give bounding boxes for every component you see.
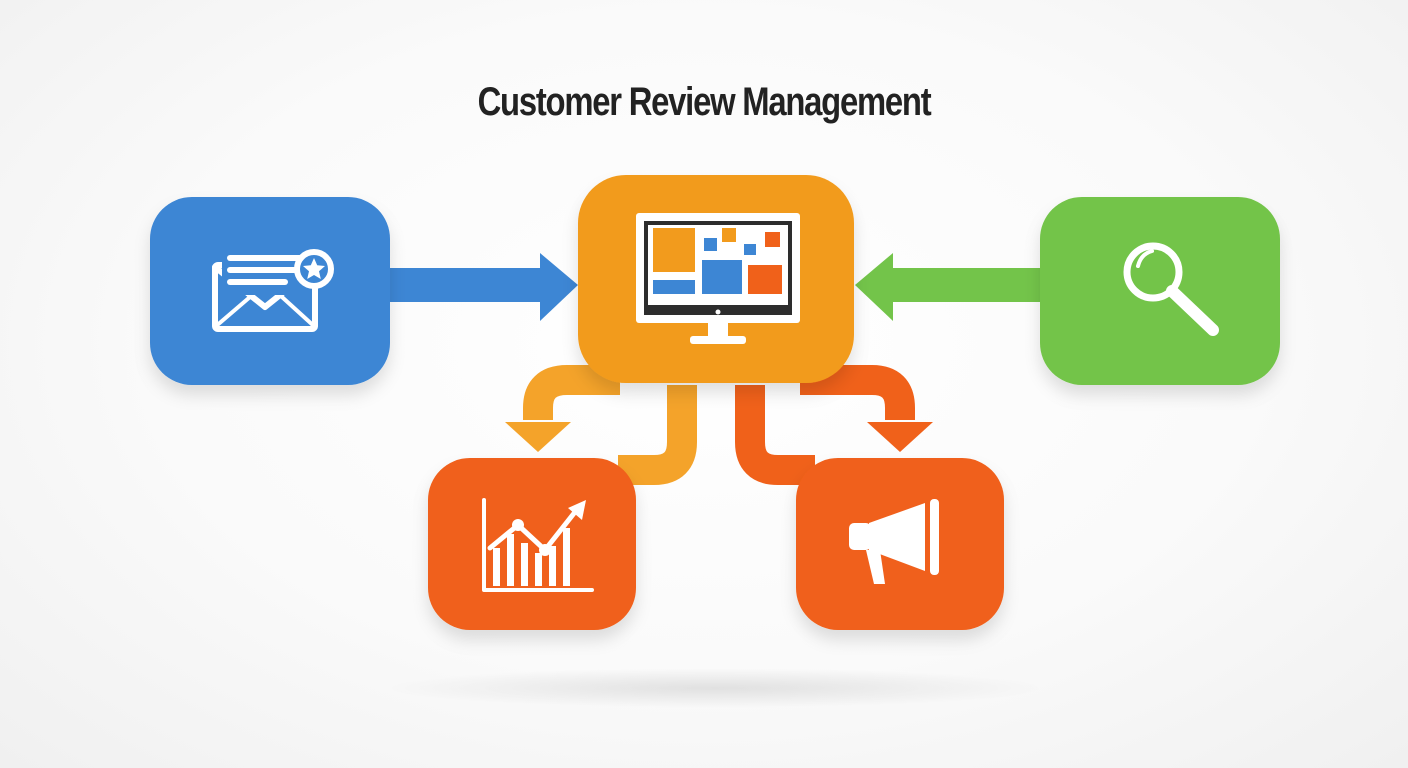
- arrow-blue-to-center: [385, 253, 578, 321]
- floor-shadow: [385, 668, 1045, 708]
- arrow-green-to-center: [855, 253, 1043, 321]
- envelope-star-icon: [212, 249, 334, 332]
- monitor-dashboard-icon: [636, 213, 800, 344]
- node-review-dashboard: [578, 175, 854, 383]
- node-review-monitoring: [1040, 197, 1280, 385]
- node-review-request: [150, 197, 390, 385]
- connector-center-to-promotion: [735, 365, 933, 485]
- magnifier-icon: [1123, 242, 1219, 336]
- connector-center-to-analytics: [505, 365, 697, 485]
- growth-chart-icon: [482, 498, 594, 592]
- node-review-analytics: [428, 458, 636, 630]
- megaphone-icon: [849, 499, 939, 584]
- node-review-promotion: [796, 458, 1004, 630]
- diagram-title: Customer Review Management: [477, 80, 932, 124]
